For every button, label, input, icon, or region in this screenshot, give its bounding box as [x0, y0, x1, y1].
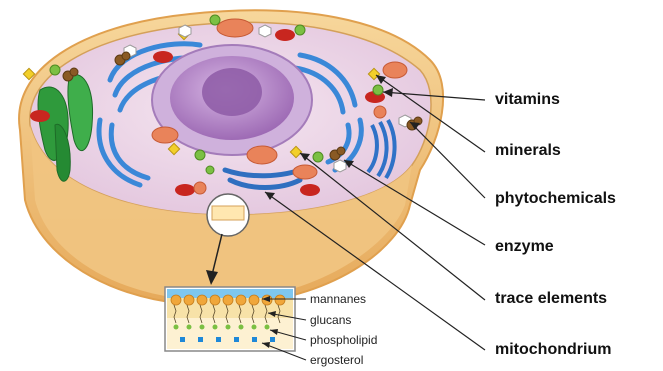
label-phytochemicals: phytochemicals — [495, 190, 616, 208]
label-trace-elements: trace elements — [495, 290, 607, 308]
label-phospholipid: phospholipid — [310, 333, 377, 347]
membrane-inset — [165, 287, 295, 351]
nucleolus — [202, 68, 262, 116]
label-glucans: glucans — [310, 313, 351, 327]
label-minerals: minerals — [495, 142, 561, 160]
label-enzyme: enzyme — [495, 238, 554, 256]
label-mannanes: mannanes — [310, 292, 366, 306]
label-ergosterol: ergosterol — [310, 353, 363, 367]
label-vitamins: vitamins — [495, 91, 560, 109]
label-mitochondrium: mitochondrium — [495, 341, 611, 359]
